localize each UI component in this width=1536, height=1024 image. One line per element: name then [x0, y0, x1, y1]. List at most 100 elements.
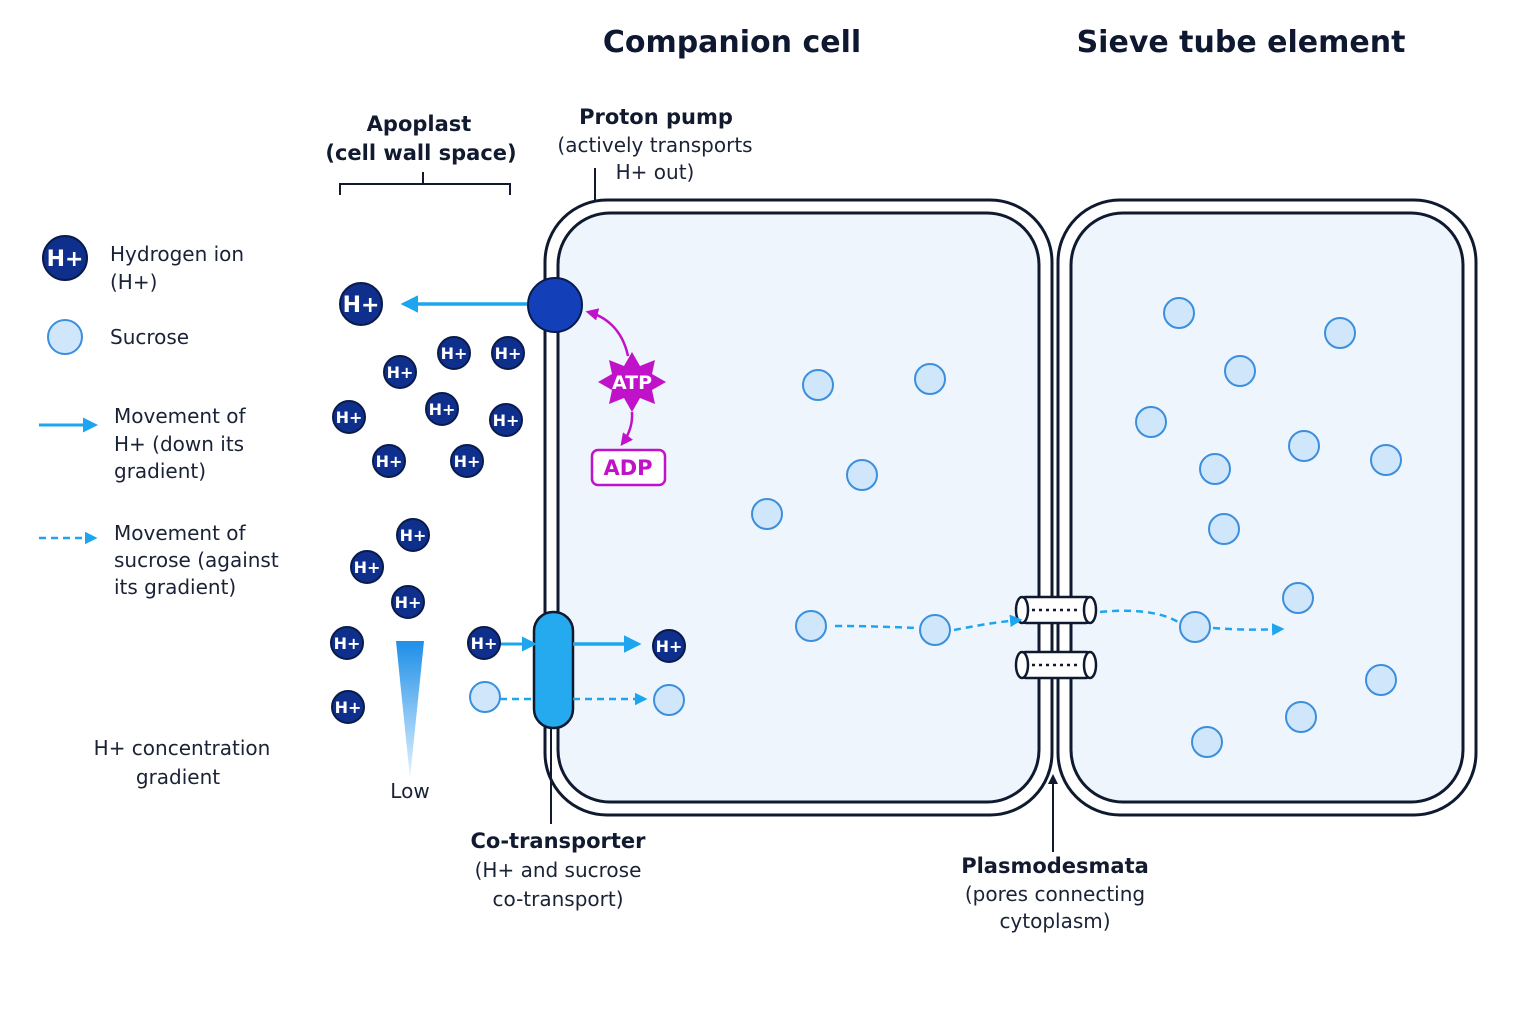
atp-starburst: [598, 352, 666, 412]
sucrose-molecule: [1208, 513, 1240, 545]
legend-hydrogen-label-1: Hydrogen ion: [110, 242, 244, 266]
legend-h-movement-label-3: gradient): [114, 459, 206, 483]
sucrose-molecule: [1224, 355, 1256, 387]
h-ion: H+: [652, 629, 686, 663]
atp-to-pump-arrow: [585, 308, 630, 357]
adp-box: [590, 448, 667, 487]
h-ion: H+: [330, 626, 364, 660]
gradient-label-1: H+ concentration: [94, 736, 271, 760]
svg-text:H+: H+: [400, 526, 427, 545]
legend-hydrogen-label-2: (H+): [110, 270, 157, 294]
proton-pump: [527, 277, 583, 333]
sucrose-molecule: [1191, 726, 1223, 758]
legend-sucrose-label: Sucrose: [110, 325, 189, 349]
atp-label: ATP: [612, 372, 652, 394]
svg-text:H+: H+: [493, 411, 520, 430]
co-transporter: [532, 610, 575, 730]
sucrose-molecule: [1365, 664, 1397, 696]
h-ion: H+: [467, 626, 501, 660]
proton-pump-desc-1: (actively transports: [557, 133, 752, 157]
h-ion: H+: [396, 518, 430, 552]
co-transporter-desc-1: (H+ and sucrose: [475, 858, 642, 882]
sucrose-molecule: [1324, 317, 1356, 349]
h-ion: H+: [491, 336, 525, 370]
plasmodesmata-desc-1: (pores connecting: [965, 882, 1145, 906]
companion-cell: [543, 198, 1054, 817]
legend: H+ Hydrogen ion (H+) Sucrose Movement of…: [39, 235, 279, 599]
legend-sucrose-movement-label-1: Movement of: [114, 521, 247, 545]
sucrose-molecule: [751, 498, 783, 530]
sucrose-molecule: [914, 363, 946, 395]
sucrose-molecule: [919, 614, 951, 646]
plasmodesmata-title: Plasmodesmata: [961, 854, 1149, 878]
apoplast-bracket: [339, 172, 511, 195]
legend-h-movement-label-2: H+ (down its: [114, 432, 244, 456]
sucrose-path-to-pore: [953, 614, 1023, 632]
svg-text:H+: H+: [454, 452, 481, 471]
h-ion: H+: [372, 444, 406, 478]
svg-text:H+: H+: [336, 408, 363, 427]
sucrose-path-sieve: [1099, 609, 1179, 624]
svg-text:H+: H+: [376, 452, 403, 471]
h-ion: H+: [425, 392, 459, 426]
legend-hydrogen-icon: H+: [42, 235, 88, 281]
sucrose-molecule: [1163, 297, 1195, 329]
adp-label: ADP: [603, 456, 652, 480]
h-ion: H+: [391, 585, 425, 619]
sucrose-molecule: [1282, 582, 1314, 614]
svg-text:H+: H+: [429, 400, 456, 419]
svg-text:H+: H+: [441, 344, 468, 363]
legend-sucrose-movement-label-3: its gradient): [114, 575, 236, 599]
svg-text:H+: H+: [335, 698, 362, 717]
co-transporter-title: Co-transporter: [470, 829, 646, 853]
sucrose-molecule: [802, 369, 834, 401]
h-ion: H+: [339, 282, 383, 326]
sucrose-molecule: [846, 459, 878, 491]
svg-text:H+: H+: [343, 293, 380, 318]
companion-cell-title: Companion cell: [603, 25, 861, 60]
gradient-low-label: Low: [390, 779, 429, 803]
svg-text:H+: H+: [354, 558, 381, 577]
sucrose-molecule: [469, 681, 501, 713]
legend-sucrose-icon: [47, 319, 83, 355]
h-ion-gradient-wedge: [396, 641, 424, 778]
sucrose-molecule: [1199, 453, 1231, 485]
h-ion: H+: [331, 690, 365, 724]
h-ion: H+: [437, 336, 471, 370]
svg-text:H+: H+: [47, 247, 84, 272]
h-ion: H+: [383, 355, 417, 389]
svg-text:H+: H+: [334, 634, 361, 653]
sucrose-molecule: [1288, 430, 1320, 462]
sieve-tube-element: [1056, 198, 1478, 817]
sucrose-molecule: [653, 684, 685, 716]
sucrose-group: [469, 297, 1402, 758]
svg-text:H+: H+: [495, 344, 522, 363]
sieve-tube-title: Sieve tube element: [1077, 25, 1406, 60]
h-ion-group: H+ H+ H+ H+ H+ H+ H+ H+ H+ H+ H+ H+ H+ H…: [330, 282, 686, 724]
proton-pump-title: Proton pump: [579, 105, 733, 129]
legend-h-movement-label-1: Movement of: [114, 404, 247, 428]
svg-text:H+: H+: [471, 634, 498, 653]
legend-sucrose-movement-label-2: sucrose (against: [114, 548, 279, 572]
svg-text:H+: H+: [387, 363, 414, 382]
svg-text:H+: H+: [395, 593, 422, 612]
h-ion: H+: [332, 400, 366, 434]
h-ion: H+: [489, 403, 523, 437]
sucrose-molecule: [795, 610, 827, 642]
sucrose-path-companion: [834, 624, 919, 630]
sucrose-path-sieve-out: [1212, 623, 1285, 636]
svg-text:H+: H+: [656, 637, 683, 656]
sucrose-molecule: [1135, 406, 1167, 438]
apoplast-subtitle: (cell wall space): [325, 141, 516, 165]
h-ion: H+: [350, 550, 384, 584]
apoplast-title: Apoplast: [367, 112, 472, 136]
sucrose-molecule: [1179, 611, 1211, 643]
atp-to-adp-arrow: [620, 411, 634, 447]
h-ion: H+: [450, 444, 484, 478]
plasmodesmata-desc-2: cytoplasm): [999, 909, 1110, 933]
sucrose-molecule: [1285, 701, 1317, 733]
co-transporter-desc-2: co-transport): [492, 887, 623, 911]
sucrose-molecule: [1370, 444, 1402, 476]
proton-pump-desc-2: H+ out): [616, 160, 695, 184]
